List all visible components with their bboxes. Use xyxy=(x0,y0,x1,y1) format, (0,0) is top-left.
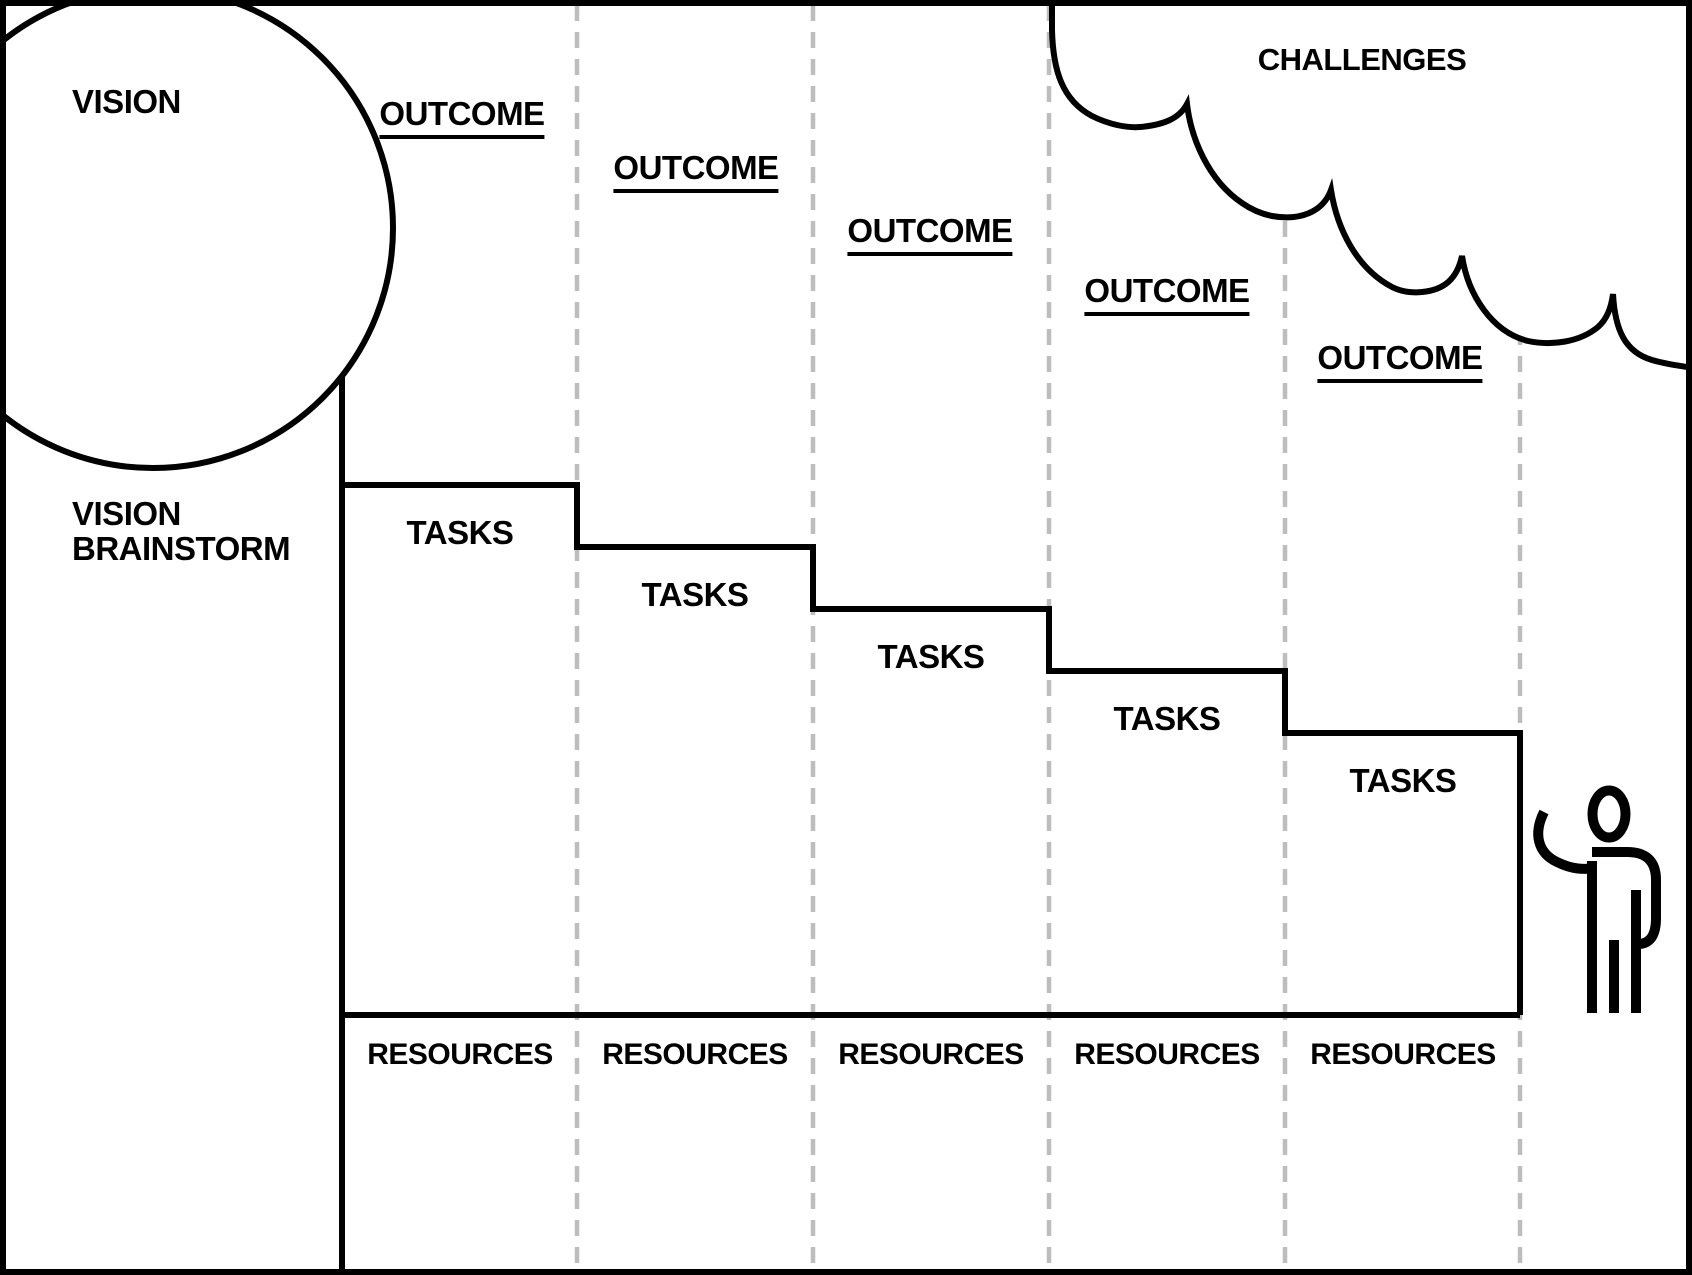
staircase xyxy=(339,373,1523,1272)
resources-label-3: RESOURCES xyxy=(838,1038,1024,1071)
tasks-label-3: TASKS xyxy=(877,638,985,675)
outcome-label-1-text: OUTCOME xyxy=(379,95,545,139)
resources-label-2: RESOURCES xyxy=(602,1038,788,1071)
outcome-label-4-text: OUTCOME xyxy=(1084,272,1250,316)
resources-label-4: RESOURCES xyxy=(1074,1038,1260,1071)
tasks-label-4: TASKS xyxy=(1113,700,1221,737)
outcome-label-2-text: OUTCOME xyxy=(613,149,779,193)
outcome-label-3-text: OUTCOME xyxy=(847,212,1013,256)
vision-brainstorm-label: VISION BRAINSTORM xyxy=(72,495,291,567)
outcome-label-1: OUTCOME xyxy=(379,95,545,139)
tasks-label-5: TASKS xyxy=(1349,762,1457,799)
outcome-label-2: OUTCOME xyxy=(613,149,779,193)
challenges-cloud xyxy=(1049,0,1692,371)
person-shoulder-and-right-side xyxy=(1592,847,1661,949)
outcome-label-5: OUTCOME xyxy=(1317,339,1483,383)
vision-label: VISION xyxy=(72,83,181,120)
outcome-label-5-text: OUTCOME xyxy=(1317,339,1483,383)
person-icon xyxy=(1533,785,1661,1013)
person-raised-arm xyxy=(1533,809,1597,874)
vision-circle xyxy=(0,0,396,471)
outcome-label-3: OUTCOME xyxy=(847,212,1013,256)
challenges-label: CHALLENGES xyxy=(1257,42,1467,77)
person-head xyxy=(1587,785,1631,843)
staircase-steps-line xyxy=(342,482,1523,1015)
tasks-label-1: TASKS xyxy=(406,514,514,551)
tasks-label-2: TASKS xyxy=(641,576,749,613)
resources-label-5: RESOURCES xyxy=(1310,1038,1496,1071)
outcome-label-4: OUTCOME xyxy=(1084,272,1250,316)
resources-label-1: RESOURCES xyxy=(367,1038,553,1071)
